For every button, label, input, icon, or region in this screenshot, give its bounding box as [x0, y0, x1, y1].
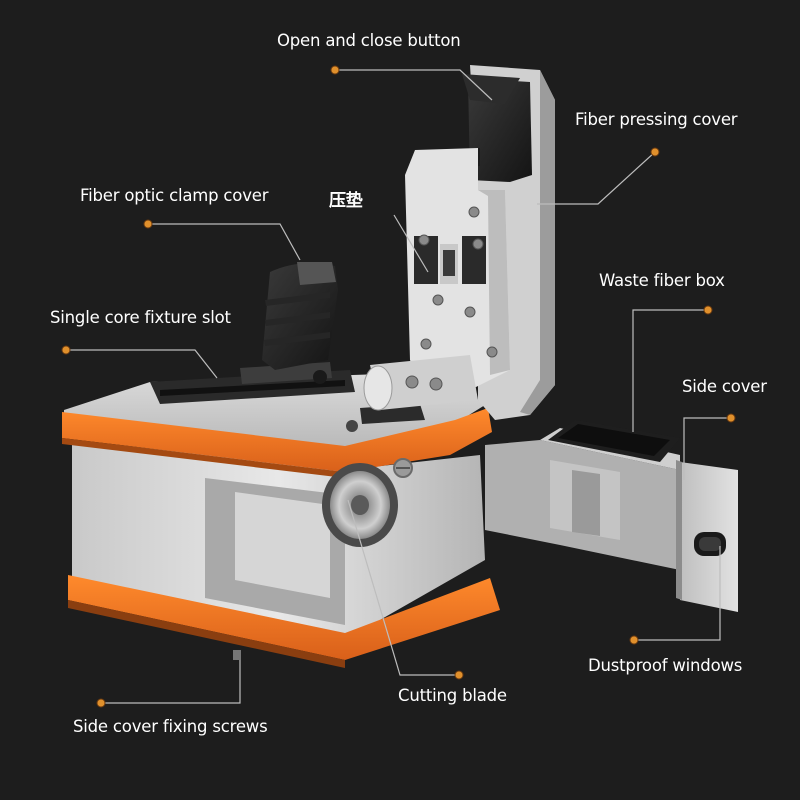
- label-fiber-pressing-cover: Fiber pressing cover: [575, 110, 738, 129]
- label-open-close-button: Open and close button: [277, 31, 461, 50]
- label-cutting-blade: Cutting blade: [398, 686, 507, 705]
- label-waste-fiber-box: Waste fiber box: [599, 271, 725, 290]
- label-side-cover-fixing-screws: Side cover fixing screws: [73, 717, 268, 736]
- label-fiber-optic-clamp-cover: Fiber optic clamp cover: [80, 186, 269, 205]
- label-side-cover: Side cover: [682, 377, 767, 396]
- waste-fiber-box-shape: [485, 420, 738, 612]
- label-dustproof-windows: Dustproof windows: [588, 656, 743, 675]
- label-pressure-pad: 压垫: [329, 191, 363, 211]
- fiber-pressing-cover-shape: [363, 65, 555, 420]
- fiber-optic-clamp-cover-shape: [262, 262, 338, 370]
- label-single-core-fixture-slot: Single core fixture slot: [50, 308, 231, 327]
- top-orange-band: [62, 408, 492, 472]
- cleaver-main-body: [62, 372, 500, 668]
